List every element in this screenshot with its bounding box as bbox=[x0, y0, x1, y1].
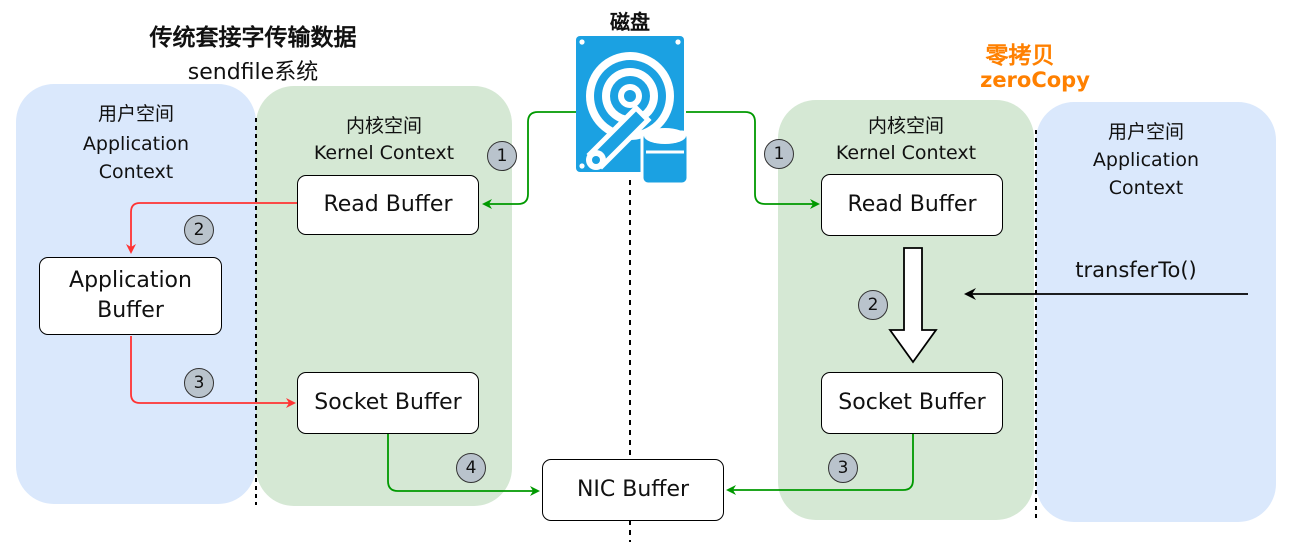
right-step-3-badge: 3 bbox=[828, 453, 858, 483]
left-kernel-space-panel bbox=[256, 86, 512, 506]
left-step-4-badge: 4 bbox=[456, 453, 486, 483]
left-step-2-badge: 2 bbox=[184, 215, 214, 245]
transferto-call-label: transferTo() bbox=[1075, 258, 1197, 282]
left-arrow-app-to-socket bbox=[130, 336, 296, 408]
right-kernel-space-label-cn: 内核空间 bbox=[867, 115, 944, 137]
right-title: 零拷贝 bbox=[985, 43, 1055, 69]
right-user-space-panel bbox=[1036, 102, 1276, 522]
left-user-space-label-en: Application Context bbox=[82, 133, 190, 183]
right-arrow-disk-to-read bbox=[686, 111, 820, 209]
right-kernel-space-label-en: Kernel Context bbox=[835, 142, 977, 164]
left-arrow-disk-to-read bbox=[482, 111, 576, 209]
disk-label: 磁盘 bbox=[610, 10, 650, 34]
right-subtitle: zeroCopy bbox=[980, 68, 1090, 92]
left-socket-buffer: Socket Buffer bbox=[297, 372, 479, 434]
left-title: 传统套接字传输数据 bbox=[149, 25, 357, 51]
right-user-space-label-en: Application Context bbox=[1092, 149, 1200, 199]
nic-buffer: NIC Buffer bbox=[542, 459, 724, 521]
left-subtitle: sendfile系统 bbox=[187, 60, 319, 85]
zero-copy-transfer-arrow bbox=[888, 247, 938, 364]
left-step-3-badge: 3 bbox=[184, 368, 214, 398]
hard-disk-drive-icon bbox=[576, 36, 688, 184]
right-step-1-badge: 1 bbox=[764, 139, 794, 169]
right-step-2-badge: 2 bbox=[858, 290, 888, 320]
left-arrow-socket-to-nic bbox=[387, 434, 540, 496]
left-user-space-label-cn: 用户空间 bbox=[97, 103, 174, 125]
left-step-1-badge: 1 bbox=[487, 141, 517, 171]
right-read-buffer: Read Buffer bbox=[821, 174, 1003, 236]
left-kernel-space-label-en: Kernel Context bbox=[313, 142, 455, 164]
right-user-space-label-cn: 用户空间 bbox=[1107, 121, 1184, 143]
left-arrow-read-to-app bbox=[126, 202, 298, 254]
left-application-buffer: Application Buffer bbox=[39, 257, 222, 335]
right-arrow-socket-to-nic bbox=[726, 434, 914, 495]
right-socket-buffer: Socket Buffer bbox=[821, 372, 1003, 434]
left-read-buffer: Read Buffer bbox=[297, 175, 479, 235]
left-kernel-space-label-cn: 内核空间 bbox=[345, 115, 422, 137]
